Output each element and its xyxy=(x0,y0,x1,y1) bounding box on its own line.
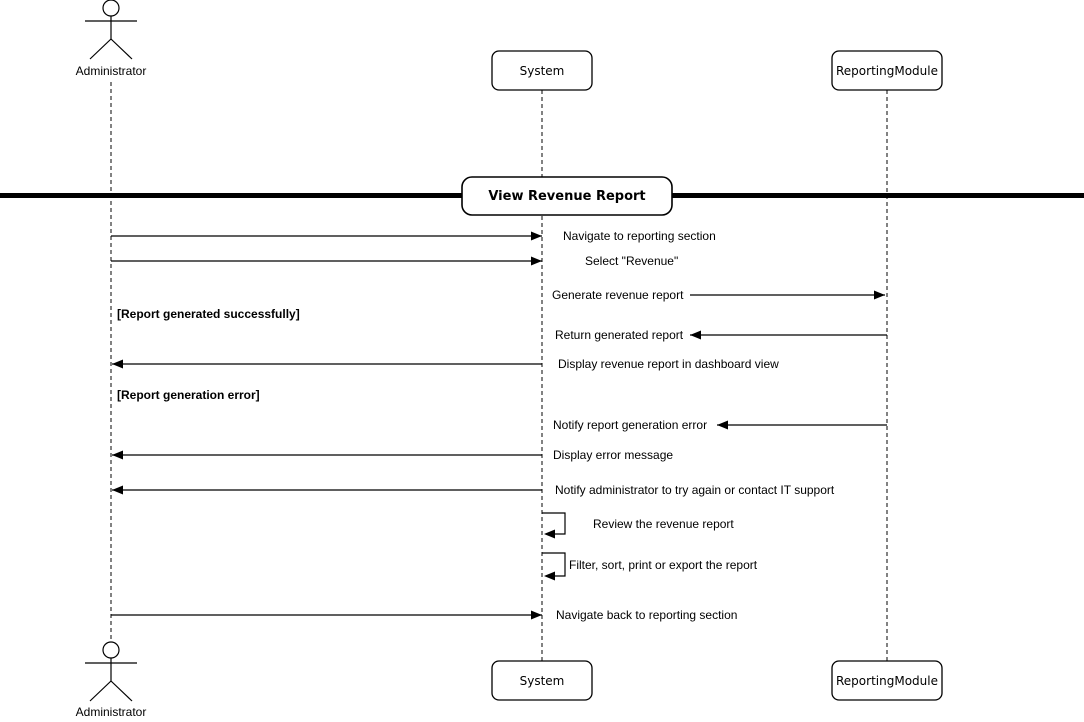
message-arrowhead-icon xyxy=(531,231,542,241)
message-arrowhead-icon xyxy=(717,420,728,430)
actor-left-leg-bottom xyxy=(89,680,112,702)
object-box-system-bottom xyxy=(491,660,593,701)
object-box-reportingmodule-bottom xyxy=(831,660,943,701)
message-arrowhead-icon xyxy=(112,485,123,495)
message-arrowhead-icon xyxy=(874,290,885,300)
self-message-arrowhead-icon xyxy=(544,571,555,581)
frame-title-box xyxy=(461,176,673,216)
message-arrowhead-icon xyxy=(112,450,123,460)
actor-right-leg-top xyxy=(110,38,133,60)
self-message-line xyxy=(542,512,566,535)
message-arrowhead-icon xyxy=(531,610,542,620)
actor-right-leg-bottom xyxy=(110,680,133,702)
object-box-reportingmodule-top xyxy=(831,50,943,91)
message-arrowhead-icon xyxy=(531,256,542,266)
self-message-arrowhead-icon xyxy=(544,529,555,539)
actor-head-top xyxy=(102,0,120,17)
object-box-system-top xyxy=(491,50,593,91)
message-arrowhead-icon xyxy=(690,330,701,340)
actor-left-leg-top xyxy=(89,38,112,60)
message-arrowhead-icon xyxy=(112,359,123,369)
actor-head-bottom xyxy=(102,641,120,659)
self-message-line xyxy=(542,552,566,577)
